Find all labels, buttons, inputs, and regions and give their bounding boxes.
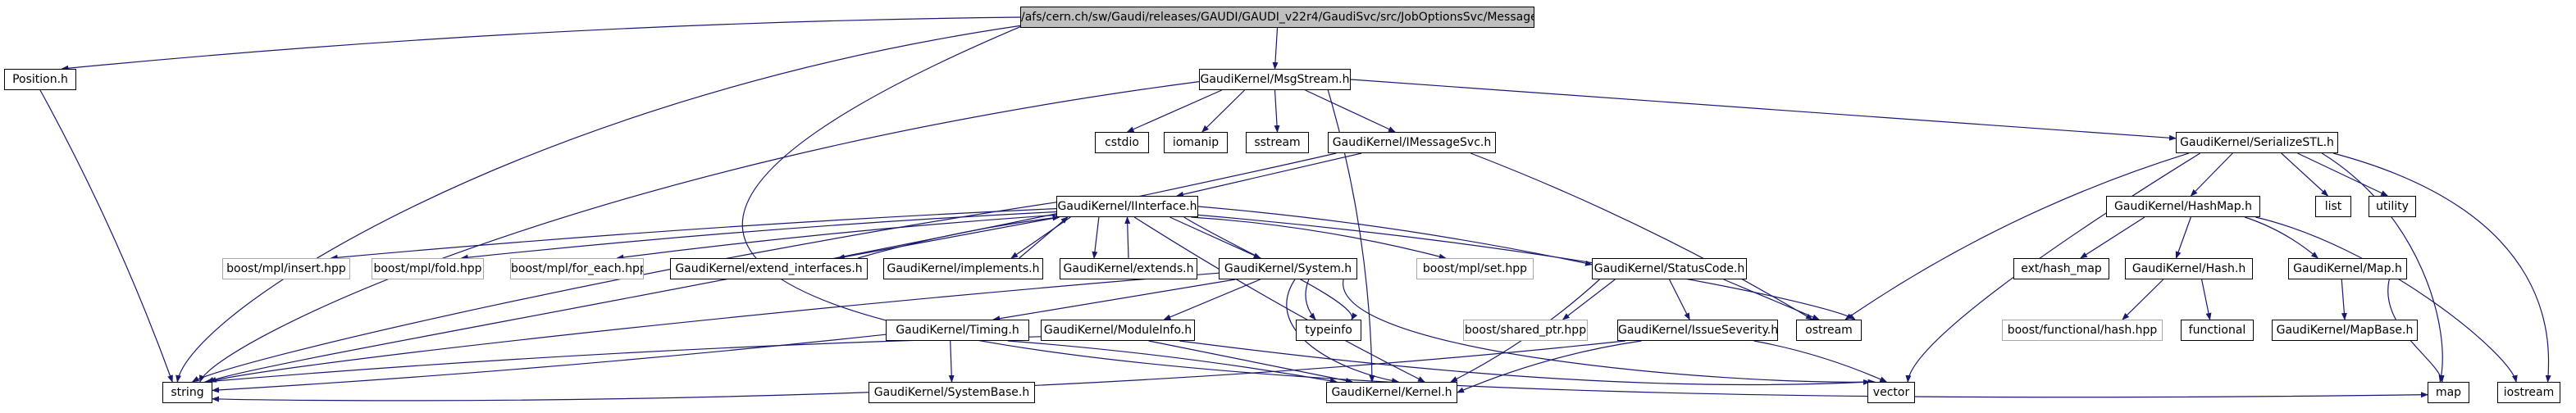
node-statuscode[interactable]: GaudiKernel/StatusCode.h bbox=[1592, 258, 1747, 279]
node-implements[interactable]: GaudiKernel/implements.h bbox=[883, 258, 1043, 279]
edge-timing-to-kernel bbox=[1007, 340, 1338, 384]
node-extends[interactable]: GaudiKernel/extends.h bbox=[1060, 258, 1197, 279]
node-kernel[interactable]: GaudiKernel/Kernel.h bbox=[1326, 382, 1457, 403]
edge-iinterface-to-system bbox=[1169, 216, 1261, 259]
edge-system-to-kernel bbox=[1286, 279, 1399, 384]
node-list[interactable]: list bbox=[2315, 196, 2351, 217]
node-mplset[interactable]: boost/mpl/set.hpp bbox=[1416, 258, 1534, 279]
node-position[interactable]: Position.h bbox=[4, 69, 76, 90]
edge-imessagesvc-to-ostream bbox=[1470, 152, 1813, 320]
node-fold[interactable]: boost/mpl/fold.hpp bbox=[372, 258, 484, 279]
edge-serializestl-to-ostream bbox=[1844, 152, 2190, 320]
edge-system-to-vector bbox=[1343, 279, 1876, 385]
node-issueseverity[interactable]: GaudiKernel/IssueSeverity.h bbox=[1617, 320, 1778, 341]
node-iomanip[interactable]: iomanip bbox=[1164, 132, 1228, 153]
edge-messages-to-position bbox=[61, 16, 1021, 71]
edge-issueseverity-to-string bbox=[212, 340, 1625, 402]
node-foreach[interactable]: boost/mpl/for_each.hpp bbox=[510, 258, 644, 279]
edge-timing-to-string bbox=[212, 334, 887, 393]
node-system[interactable]: GaudiKernel/System.h bbox=[1219, 258, 1357, 279]
node-messages[interactable]: /afs/cern.ch/sw/Gaudi/releases/GAUDI/GAU… bbox=[1020, 7, 1534, 28]
edge-statuscode-to-issueseverity bbox=[1668, 279, 1690, 320]
node-insert[interactable]: boost/mpl/insert.hpp bbox=[222, 258, 350, 279]
node-iostream[interactable]: iostream bbox=[2497, 382, 2560, 403]
edge-msgstream-to-kernel bbox=[1327, 89, 1375, 383]
edge-moduleinfo-to-vector bbox=[1179, 340, 1871, 386]
edge-statuscode-to-ostream bbox=[1723, 279, 1820, 320]
node-boosthash[interactable]: boost/functional/hash.hpp bbox=[2002, 320, 2163, 341]
edge-hashmap-to-exthashmap bbox=[2080, 216, 2145, 259]
node-extint[interactable]: GaudiKernel/extend_interfaces.h bbox=[670, 258, 868, 279]
node-timing[interactable]: GaudiKernel/Timing.h bbox=[886, 320, 1029, 341]
node-mapcls[interactable]: GaudiKernel/Map.h bbox=[2288, 258, 2407, 279]
node-systembase[interactable]: GaudiKernel/SystemBase.h bbox=[869, 382, 1035, 403]
node-mapbase[interactable]: GaudiKernel/MapBase.h bbox=[2272, 320, 2418, 341]
node-msgstream[interactable]: GaudiKernel/MsgStream.h bbox=[1199, 69, 1351, 90]
edge-system-to-string bbox=[209, 272, 1220, 383]
edge-hash-to-functional bbox=[2201, 279, 2212, 320]
edge-system-to-timing bbox=[992, 279, 1236, 322]
edge-hashmap-to-hash bbox=[2175, 216, 2191, 259]
node-string[interactable]: string bbox=[162, 382, 212, 403]
edge-iinterface-to-foreach bbox=[616, 214, 1057, 261]
node-serializestl[interactable]: GaudiKernel/SerializeSTL.h bbox=[2176, 132, 2338, 153]
node-utility[interactable]: utility bbox=[2369, 196, 2416, 217]
edge-iinterface-to-kernel bbox=[1133, 216, 1425, 383]
edge-serializestl-to-list bbox=[2281, 152, 2329, 197]
edge-statuscode-to-sharedptr bbox=[1562, 279, 1616, 320]
edge-serializestl-to-iostream bbox=[2332, 152, 2551, 383]
node-ostream[interactable]: ostream bbox=[1796, 320, 1862, 341]
node-exthashmap[interactable]: ext/hash_map bbox=[2013, 258, 2109, 279]
edge-issueseverity-to-kernel bbox=[1457, 340, 1642, 393]
node-imessagesvc[interactable]: GaudiKernel/IMessageSvc.h bbox=[1328, 132, 1496, 153]
edge-hashmap-to-iostream bbox=[2255, 216, 2518, 383]
edge-position-to-string bbox=[39, 89, 173, 383]
node-hash[interactable]: GaudiKernel/Hash.h bbox=[2125, 258, 2253, 279]
edge-messages-to-msgstream bbox=[1272, 27, 1279, 70]
edge-msgstream-to-cstdio bbox=[1126, 89, 1222, 133]
edge-messages-to-string bbox=[176, 25, 1021, 383]
node-hashmap[interactable]: GaudiKernel/HashMap.h bbox=[2106, 196, 2260, 217]
edge-msgstream-to-iomanip bbox=[1201, 89, 1245, 133]
edge-issueseverity-to-vector bbox=[1753, 340, 1888, 383]
node-functional[interactable]: functional bbox=[2181, 320, 2254, 341]
edge-iinterface-to-mplset bbox=[1191, 216, 1447, 260]
node-sstream[interactable]: sstream bbox=[1246, 132, 1309, 153]
edge-serializestl-to-utility bbox=[2297, 152, 2389, 197]
edge-timing-to-systembase bbox=[948, 340, 955, 383]
edge-system-to-moduleinfo bbox=[1163, 279, 1261, 320]
edge-hash-to-boosthash bbox=[2122, 279, 2164, 320]
edge-hashmap-to-mapcls bbox=[2245, 216, 2319, 259]
edge-iinterface-to-string bbox=[191, 202, 1057, 383]
edge-serializestl-to-map bbox=[2321, 152, 2445, 383]
edge-msgstream-to-serializestl bbox=[1350, 79, 2177, 141]
edge-serializestl-to-vector bbox=[1905, 152, 2201, 383]
node-typeinfo[interactable]: typeinfo bbox=[1296, 320, 1361, 341]
node-map[interactable]: map bbox=[2428, 382, 2469, 403]
edge-msgstream-to-imessagesvc bbox=[1305, 89, 1396, 133]
edge-moduleinfo-to-string bbox=[203, 336, 1042, 384]
node-sharedptr[interactable]: boost/shared_ptr.hpp bbox=[1463, 320, 1588, 341]
edge-imessagesvc-to-iinterface bbox=[1176, 152, 1362, 197]
edge-iinterface-to-extends bbox=[1092, 216, 1100, 259]
node-cstdio[interactable]: cstdio bbox=[1095, 132, 1149, 153]
edge-iinterface-to-implements bbox=[1010, 216, 1071, 259]
edge-extint-to-iinterface bbox=[857, 215, 1060, 259]
edge-implements-to-iinterface bbox=[1019, 216, 1069, 259]
node-moduleinfo[interactable]: GaudiKernel/ModuleInfo.h bbox=[1041, 320, 1195, 341]
edge-iinterface-to-statuscode bbox=[1197, 206, 1593, 266]
edge-serializestl-to-hashmap bbox=[2190, 152, 2233, 197]
node-vector[interactable]: vector bbox=[1867, 382, 1915, 403]
edge-system-to-typeinfo bbox=[1305, 279, 1316, 320]
edge-iinterface-to-extint bbox=[837, 216, 1060, 260]
edge-msgstream-to-string bbox=[199, 81, 1200, 383]
edge-iinterface-to-insert bbox=[330, 208, 1057, 261]
node-iinterface[interactable]: GaudiKernel/IInterface.h bbox=[1056, 196, 1198, 217]
edge-mapcls-to-mapbase bbox=[2341, 279, 2347, 320]
edge-msgstream-to-sstream bbox=[1274, 89, 1280, 133]
edge-iinterface-to-fold bbox=[460, 211, 1057, 261]
edge-moduleinfo-to-kernel bbox=[1148, 340, 1353, 384]
edge-extends-to-iinterface bbox=[1124, 216, 1131, 259]
